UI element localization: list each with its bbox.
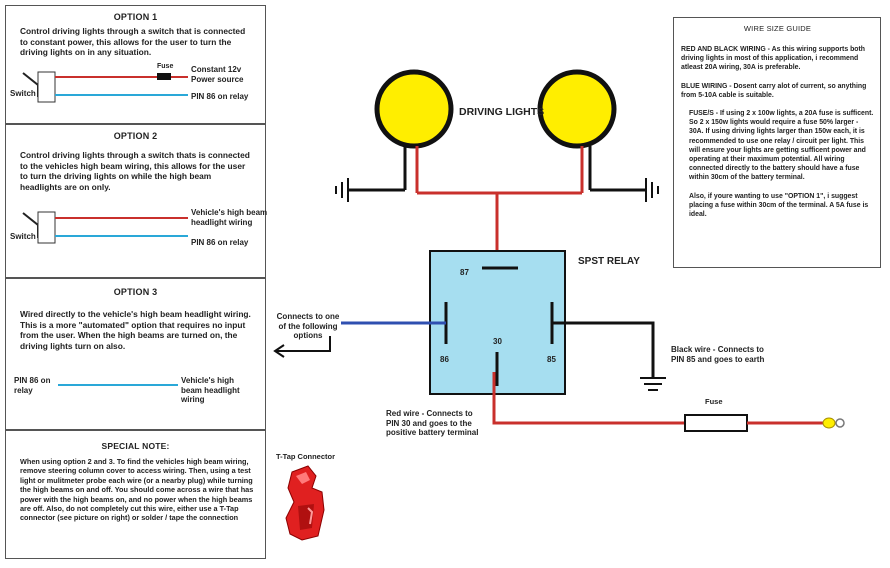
option-3-panel [5,278,266,430]
pin-30-label: 30 [493,337,502,346]
right-ground-icon [645,178,659,202]
option-1-switch-body [37,71,56,103]
option-3-description: Wired directly to the vehicle's high bea… [20,309,251,351]
black-wire-note: Black wire - Connects to PIN 85 and goes… [671,345,765,364]
connects-note: Connects to one of the following options [276,312,340,340]
option-2-switch-label: Switch [10,232,36,241]
relay-ground-icon [640,377,666,391]
ttap-icon [285,465,325,541]
left-driving-light [374,69,454,149]
connects-arrow-icon [276,336,331,352]
left-ground-icon [335,178,349,202]
option-2-title: OPTION 2 [113,131,158,141]
inline-fuse-icon [684,414,748,432]
option-2-pin-label: PIN 86 on relay [191,238,249,247]
option-wiring-drawings [22,71,188,386]
arrow-head-icon [273,344,285,358]
option-2-panel [5,124,266,278]
special-note-title: SPECIAL NOTE: [101,441,170,451]
option-2-switch-body [37,211,56,244]
battery-terminal-icon [822,417,836,429]
option-3-pin-label: PIN 86 on relay [14,376,51,395]
ttap-connector-image [285,465,325,541]
option-2-highbeam-label: Vehicle's high beam headlight wiring [191,208,268,227]
option-2-description: Control driving lights through a switch … [20,150,250,192]
option-3-highbeam-label: Vehicle's high beam headlight wiring [181,376,240,404]
option-1-switch-label: Switch [10,89,36,98]
special-note-text: When using option 2 and 3. To find the v… [20,457,254,523]
right-driving-light [537,69,617,149]
option-1-power-label: Constant 12v Power source [191,65,244,84]
option-1-panel [5,5,266,124]
pin-87-label: 87 [460,268,469,277]
wire-guide-fuses: FUSE/S - If using 2 x 100w lights, a 20A… [689,110,874,182]
option-1-fuse-label: Fuse [157,63,174,70]
pin-86-label: 86 [440,355,449,364]
option-1-pin-label: PIN 86 on relay [191,92,249,101]
option-3-title: OPTION 3 [113,287,158,297]
driving-lights-label: DRIVING LIGHTS [459,106,545,118]
option-1-title: OPTION 1 [113,12,158,22]
wire-guide-blue: BLUE WIRING - Dosent carry alot of curre… [681,82,867,99]
wire-guide-option1: Also, if youre wanting to use "OPTION 1"… [689,192,869,219]
option-1-switch-icon [22,72,39,97]
relay-label: SPST RELAY [578,256,640,267]
wire-guide-red-black: RED AND BLACK WIRING - As this wiring su… [681,46,865,72]
pin-85-black-wire [552,321,655,378]
red-wire-note: Red wire - Connects to PIN 30 and goes t… [386,409,479,437]
option-1-description: Control driving lights through a switch … [20,26,246,58]
battery-fuse-drawing [676,414,845,432]
option-1-fuse-icon [157,73,171,80]
option-2-switch-icon [22,212,39,238]
pin-85-label: 85 [547,355,556,364]
fuse-label: Fuse [705,397,723,406]
special-note-panel [5,430,266,559]
relay-wiring-diagram [273,69,676,425]
wire-guide-title: WIRE SIZE GUIDE [743,24,812,33]
battery-ring-icon [835,418,845,428]
wire-size-guide-panel: WIRE SIZE GUIDE RED AND BLACK WIRING - A… [673,17,881,268]
pin-30-red-wire [492,372,676,425]
ttap-label: T-Tap Connector [276,452,336,461]
